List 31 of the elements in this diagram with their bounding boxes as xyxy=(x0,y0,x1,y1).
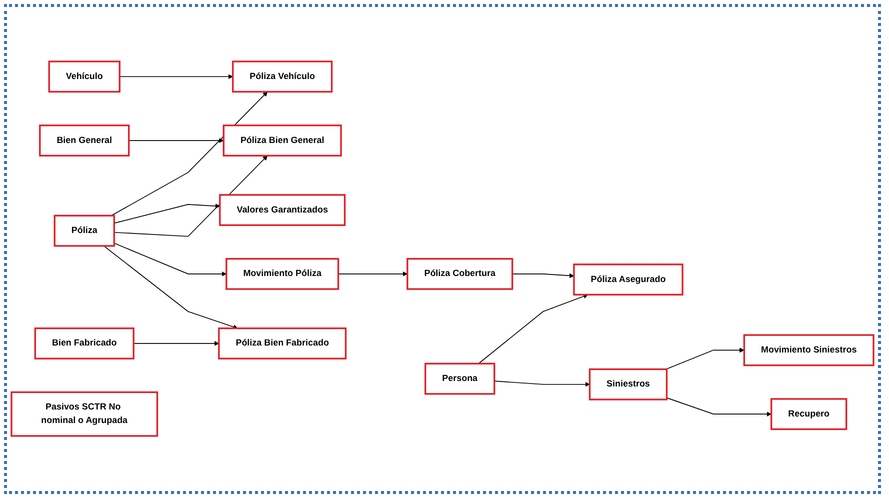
node-box xyxy=(232,60,333,93)
node-box xyxy=(48,60,120,93)
arrow xyxy=(494,380,590,388)
arrow xyxy=(119,74,234,80)
arrow xyxy=(666,348,744,370)
arrow xyxy=(114,204,220,224)
arrow xyxy=(666,398,772,417)
arrow xyxy=(103,246,238,330)
node-box xyxy=(770,398,848,430)
arrow xyxy=(114,156,268,238)
node-box xyxy=(39,124,130,157)
node-box xyxy=(588,368,668,401)
arrow xyxy=(114,243,227,277)
dotted-frame: Vehículo Póliza Vehículo Valores Garantizados Bien General Póliza Bien General Póliza Movimiento Póliza Bien Fabricado Póliza Bien Fabricado Póliza Cobertura Póliza Asegurado Persona Pasivos SCTR No nominal o Agrupada Movimiento Siniestros Siniestros Recupero xyxy=(4,4,881,494)
node-box xyxy=(54,215,115,248)
arrow xyxy=(512,274,574,278)
node-box xyxy=(218,328,347,360)
arrow xyxy=(128,138,224,144)
node-box xyxy=(222,124,342,157)
arrow xyxy=(338,272,408,277)
node-box xyxy=(34,328,134,360)
node-box xyxy=(424,363,496,396)
node-box xyxy=(743,334,874,366)
node-box xyxy=(406,258,514,290)
node-box xyxy=(226,258,340,290)
node-box xyxy=(573,264,684,296)
arrow xyxy=(478,294,588,364)
arrow xyxy=(133,341,220,346)
node-box xyxy=(219,194,346,226)
arrow xyxy=(110,92,268,216)
node-box xyxy=(10,392,158,438)
